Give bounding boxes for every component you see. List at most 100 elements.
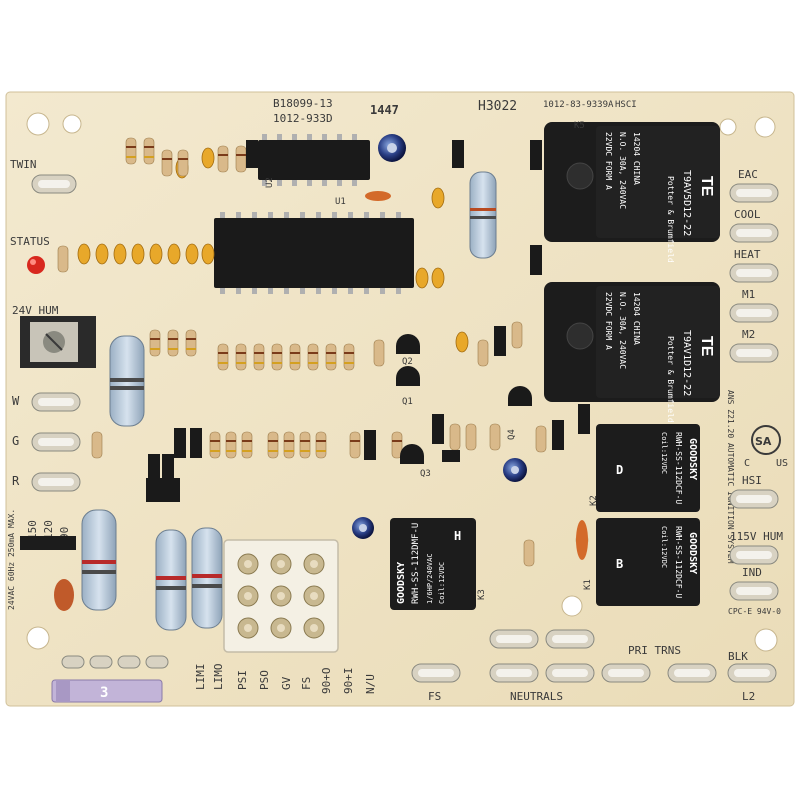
hum24-terminal[interactable] xyxy=(20,316,96,368)
fs-label: FS xyxy=(428,690,441,703)
date-code: 1447 xyxy=(370,103,399,117)
svg-text:1/6HP/240VAC: 1/6HP/240VAC xyxy=(426,553,434,604)
pri-trns-label: PRI TRNS xyxy=(628,644,681,657)
terminal-neutral-1[interactable] xyxy=(489,629,539,649)
csa-logo: SA C US xyxy=(744,425,788,469)
capacitor-c2 xyxy=(378,134,406,162)
svg-text:N.O. 30A, 240VAC: N.O. 30A, 240VAC xyxy=(618,292,627,369)
svg-text:Coil:12VDC: Coil:12VDC xyxy=(660,526,668,568)
hum115-label: 115V HUM xyxy=(730,530,783,543)
svg-text:K1: K1 xyxy=(583,579,593,590)
resistor-array xyxy=(57,137,547,567)
svg-text:LIMO: LIMO xyxy=(212,664,225,691)
hum24-label: 24V HUM xyxy=(12,304,59,317)
terminal-eac[interactable]: EAC xyxy=(729,168,779,203)
stamp-code: H3022 xyxy=(478,99,517,114)
svg-text:K3: K3 xyxy=(477,589,487,600)
svg-text:R: R xyxy=(12,474,20,488)
svg-text:Potter & Brumfield: Potter & Brumfield xyxy=(666,336,675,423)
terminal-w[interactable]: W xyxy=(12,392,81,412)
svg-text:GOODSKY: GOODSKY xyxy=(396,562,407,604)
terminals-bottom: FS NEUTRALS PRI TRNS xyxy=(411,629,717,703)
svg-text:Q3: Q3 xyxy=(420,469,431,479)
svg-text:K2: K2 xyxy=(589,495,599,506)
terminal-fs[interactable] xyxy=(411,663,461,683)
fuse[interactable]: 3 xyxy=(51,679,163,703)
terminal-g[interactable]: G xyxy=(12,432,81,452)
terminal-hsi[interactable]: HSI xyxy=(729,474,779,509)
fuse-rating: 3 xyxy=(100,685,108,701)
terminals-right: EAC COOL HEAT M1 M2 HSI IND BLK L2 xyxy=(727,168,779,703)
relay-goodsky-b: B GOODSKY RWH-SS-112DCF-U Coil:12VDC xyxy=(596,518,700,606)
svg-text:HEAT: HEAT xyxy=(734,248,761,261)
svg-text:Q4: Q4 xyxy=(507,429,517,440)
terminal-blk[interactable]: BLK xyxy=(727,650,777,683)
terminals-left: W G R xyxy=(12,392,81,492)
twin-label: TWIN xyxy=(10,158,37,171)
svg-text:U1: U1 xyxy=(335,197,346,207)
terminal-cool[interactable]: COOL xyxy=(729,208,779,243)
svg-text:D: D xyxy=(616,463,623,477)
svg-text:22VDC FORM A: 22VDC FORM A xyxy=(604,292,613,350)
svg-text:COOL: COOL xyxy=(734,208,761,221)
svg-text:T9AV5D12-22: T9AV5D12-22 xyxy=(681,170,692,236)
svg-text:N/U: N/U xyxy=(364,674,377,694)
terminal-heat[interactable]: HEAT xyxy=(729,248,779,283)
svg-text:90+I: 90+I xyxy=(342,668,355,695)
terminal-hum115[interactable] xyxy=(729,545,779,565)
terminal-neutral-2[interactable] xyxy=(545,629,595,649)
svg-text:GV: GV xyxy=(280,676,293,690)
diodes xyxy=(148,140,590,484)
svg-text:U2: U2 xyxy=(265,177,275,188)
ic-u1 xyxy=(214,212,414,294)
relay-goodsky-d: D GOODSKY RWH-SS-112DCF-U Coil:12VDC xyxy=(596,424,700,512)
voltage-jumper[interactable] xyxy=(20,536,76,550)
terminal-pri-1[interactable] xyxy=(601,663,651,683)
film-caps xyxy=(54,191,588,611)
terminal-pri-2[interactable] xyxy=(667,663,717,683)
svg-text:Coil:12VDC: Coil:12VDC xyxy=(660,432,668,474)
svg-text:22VDC FORM A: 22VDC FORM A xyxy=(604,132,613,190)
svg-text:Q1: Q1 xyxy=(402,397,413,407)
relay-goodsky-h: H GOODSKY RWH-SS-112DMF-U 1/6HP/240VAC C… xyxy=(390,518,476,610)
terminal-r[interactable]: R xyxy=(12,472,81,492)
svg-text:GOODSKY: GOODSKY xyxy=(687,532,698,574)
terminal-neutral-4[interactable] xyxy=(545,663,595,683)
terminal-neutral-3[interactable] xyxy=(489,663,539,683)
svg-text:TE: TE xyxy=(698,176,715,197)
svg-text:SA: SA xyxy=(755,435,772,448)
svg-text:TE: TE xyxy=(698,336,715,357)
terminal-m2[interactable]: M2 xyxy=(729,328,779,363)
pin-headers xyxy=(146,450,460,502)
terminal-ind[interactable]: IND xyxy=(729,566,779,601)
svg-text:N.O. 30A, 240VAC: N.O. 30A, 240VAC xyxy=(618,132,627,209)
svg-text:M2: M2 xyxy=(742,328,755,341)
svg-text:T9AV1D12-22: T9AV1D12-22 xyxy=(681,330,692,396)
svg-text:B: B xyxy=(616,557,623,571)
molex-connector[interactable] xyxy=(223,539,339,653)
svg-text:RWH-SS-112DCF-U: RWH-SS-112DCF-U xyxy=(674,432,683,504)
svg-text:RWH-SS-112DMF-U: RWH-SS-112DMF-U xyxy=(411,523,421,604)
capacitor-c18 xyxy=(352,517,374,539)
terminal-m1[interactable]: M1 xyxy=(729,288,779,323)
relay-k-second: TE T9AV1D12-22 22VDC FORM A N.O. 30A, 24… xyxy=(544,282,720,423)
svg-text:EAC: EAC xyxy=(738,168,758,181)
status-led xyxy=(27,256,45,274)
svg-text:Coil:12VDC: Coil:12VDC xyxy=(438,562,446,604)
power-resistors xyxy=(81,171,497,631)
rating-label: 24VAC 60Hz 250mA MAX. xyxy=(7,509,16,610)
svg-text:Potter & Brumfield: Potter & Brumfield xyxy=(666,176,675,263)
twin-terminal[interactable] xyxy=(31,174,77,194)
svg-text:PSO: PSO xyxy=(258,670,271,690)
relay-k5: TE T9AV5D12-22 22VDC FORM A N.O. 30A, 24… xyxy=(544,122,720,263)
refdes-labels: U1 U2 Q1 Q2 Q3 Q4 K1 K2 K3 K5 xyxy=(265,121,599,600)
capacitor-c19 xyxy=(503,458,527,482)
hsci-label: HSCI xyxy=(615,100,637,110)
svg-text:US: US xyxy=(776,458,788,469)
l2-label: L2 xyxy=(742,690,755,703)
svg-text:GOODSKY: GOODSKY xyxy=(687,438,698,480)
neutrals-label: NEUTRALS xyxy=(510,690,563,703)
svg-text:FS: FS xyxy=(300,677,313,690)
svg-text:LIMI: LIMI xyxy=(194,664,207,691)
ic-u2 xyxy=(258,134,370,186)
